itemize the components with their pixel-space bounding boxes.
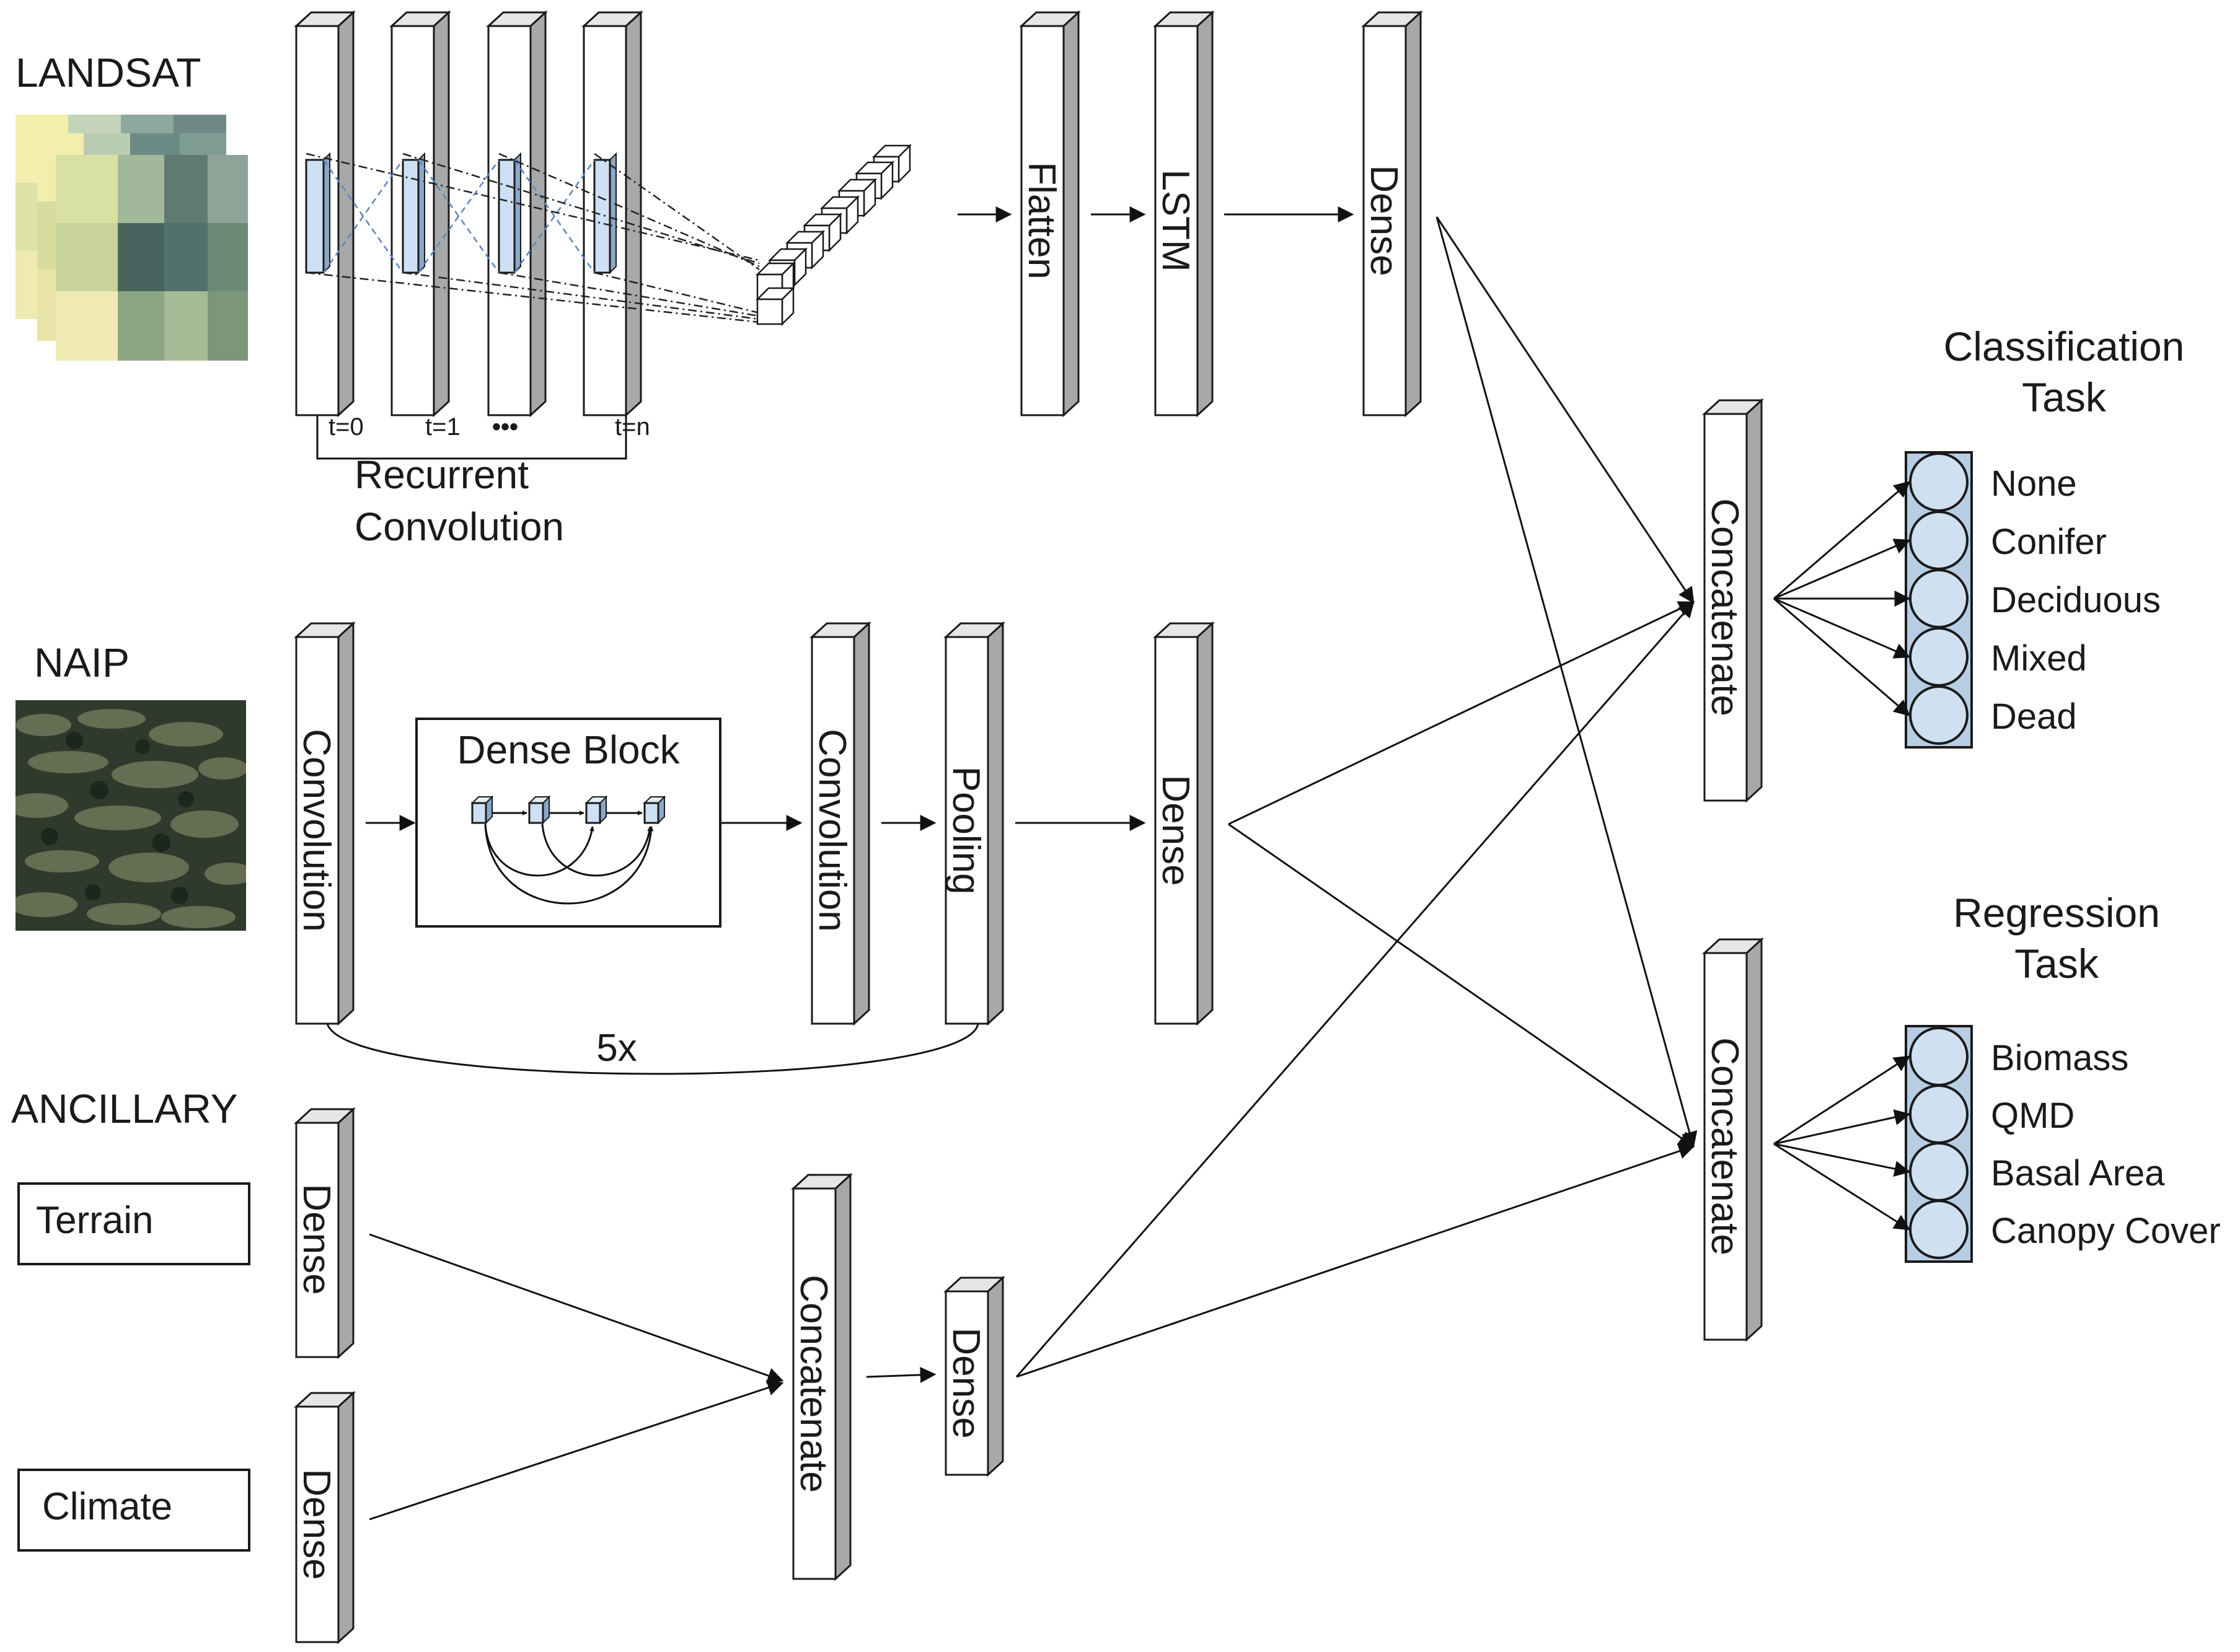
class-output-conifer: Conifer (1991, 522, 2107, 562)
recurrent-bracket (316, 415, 627, 460)
flow-arrows (366, 206, 1698, 1521)
naip-convolution-1-label: Convolution (295, 729, 338, 931)
time-label-tn: t=n (615, 413, 650, 441)
ancillary-label: ANCILLARY (11, 1086, 238, 1131)
regression-concatenate-label: Concatenate (1703, 1037, 1746, 1255)
dense-block-label: Dense Block (457, 727, 680, 772)
climate-box (17, 1469, 250, 1552)
ancillary-concatenate-label: Concatenate (792, 1275, 835, 1493)
terrain-box (17, 1182, 250, 1265)
terrain-dense-label: Dense (295, 1184, 338, 1294)
climate-dense-label: Dense (295, 1469, 338, 1580)
dense-block-node-2 (527, 795, 551, 825)
feature-cube-stack (755, 143, 912, 327)
ancillary-dense-layer: Dense (943, 1275, 1005, 1477)
naip-dense-label: Dense (1154, 775, 1197, 885)
landsat-tile-front (56, 155, 248, 361)
dense-block: Dense Block (415, 718, 721, 928)
class-output-deciduous: Deciduous (1991, 580, 2161, 620)
time-label-t0: t=0 (329, 413, 364, 441)
landsat-dense-label: Dense (1362, 165, 1405, 276)
dense-block-node-4 (643, 795, 666, 825)
flatten-label: Flatten (1020, 162, 1063, 279)
landsat-conv-slab-t0 (294, 10, 356, 418)
classification-title-line2: Task (2022, 374, 2107, 420)
dense-block-node-1 (470, 795, 494, 825)
naip-convolution-1-layer: Convolution (294, 621, 356, 1026)
recurrent-convolution-label-line1: Recurrent (355, 452, 529, 497)
ancillary-dense-label: Dense (945, 1327, 987, 1438)
recurrent-convolution-label-line2: Convolution (355, 504, 564, 549)
flatten-layer: Flatten (1019, 10, 1081, 418)
terrain-label: Terrain (36, 1199, 154, 1242)
class-output-none: None (1991, 464, 2077, 504)
naip-convolution-2-label: Convolution (811, 729, 853, 931)
reg-output-biomass: Biomass (1991, 1038, 2128, 1078)
terrain-dense-layer: Dense (294, 1107, 356, 1360)
classification-title-line1: Classification (1944, 323, 2185, 369)
pooling-layer: Pooling (943, 621, 1005, 1026)
regression-title-line2: Task (2014, 941, 2099, 986)
landsat-label: LANDSAT (15, 50, 201, 95)
naip-dense-layer: Dense (1153, 621, 1215, 1026)
reg-output-canopy-cover: Canopy Cover (1991, 1211, 2221, 1251)
ancillary-concatenate-layer: Concatenate (791, 1172, 853, 1581)
reg-output-qmd: QMD (1991, 1096, 2075, 1136)
regression-output-arrows (1773, 1055, 1911, 1231)
class-output-mixed: Mixed (1991, 638, 2087, 679)
lstm-label: LSTM (1154, 169, 1197, 271)
climate-label: Climate (42, 1485, 172, 1528)
class-output-dead: Dead (1991, 696, 2077, 737)
pooling-label: Pooling (945, 767, 987, 895)
time-label-ellipsis: ••• (492, 413, 518, 441)
classification-concatenate-layer: Concatenate (1702, 398, 1764, 803)
naip-convolution-2-layer: Convolution (809, 621, 871, 1026)
time-label-t1: t=1 (425, 413, 461, 441)
lstm-layer: LSTM (1153, 10, 1215, 418)
classification-output-arrows (1773, 481, 1911, 716)
repeat-label: 5x (596, 1027, 637, 1070)
recurrent-dashed-links (306, 152, 760, 323)
classification-output-nodes (1909, 452, 1969, 745)
climate-dense-layer: Dense (294, 1391, 356, 1645)
dense-block-node-3 (584, 795, 608, 825)
regression-output-nodes (1909, 1027, 1969, 1259)
classification-concatenate-label: Concatenate (1703, 498, 1746, 716)
conv-kernel-marks (305, 152, 617, 275)
landsat-image-stack (15, 115, 248, 361)
reg-output-basal-area: Basal Area (1991, 1153, 2165, 1193)
regression-title-line1: Regression (1953, 890, 2160, 936)
landsat-dense-layer: Dense (1361, 10, 1423, 418)
naip-image (15, 700, 246, 931)
naip-label: NAIP (34, 639, 130, 685)
repeat-loop-arc (326, 1023, 979, 1075)
regression-concatenate-layer: Concatenate (1702, 937, 1764, 1342)
